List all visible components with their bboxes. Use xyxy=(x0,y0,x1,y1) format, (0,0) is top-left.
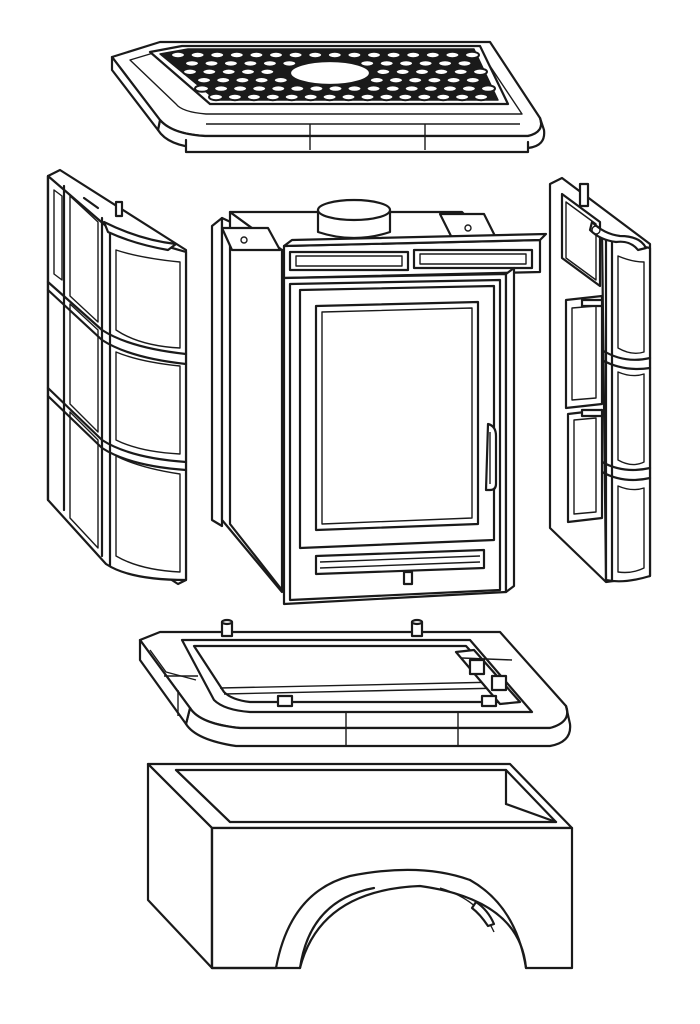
grille-hole xyxy=(213,84,230,93)
grille-hole xyxy=(268,50,284,60)
grille-hole xyxy=(270,84,287,93)
grille-hole xyxy=(184,59,200,68)
grille-hole xyxy=(365,84,382,93)
grille-hole xyxy=(464,76,481,85)
grille-hole xyxy=(454,92,471,102)
grille-hole xyxy=(368,76,385,85)
grille-hole xyxy=(359,59,376,68)
grille-hole xyxy=(366,50,382,60)
grille-hole xyxy=(259,67,276,77)
grille-hole xyxy=(302,92,319,102)
left-side-tile-panel xyxy=(46,168,188,586)
grille-hole xyxy=(308,84,325,93)
grille-hole xyxy=(182,67,198,77)
grille-hole xyxy=(422,84,439,93)
lower-frame xyxy=(138,618,572,748)
grille-hole xyxy=(196,76,212,85)
grille-hole xyxy=(226,92,243,102)
grille-hole xyxy=(456,59,473,68)
grille-hole xyxy=(405,50,422,60)
grille-hole xyxy=(307,50,324,60)
grille-hole xyxy=(253,76,270,85)
grille-hole xyxy=(441,84,458,93)
grille-hole xyxy=(287,50,304,60)
grille-hole xyxy=(473,92,490,102)
grille-hole xyxy=(433,67,450,77)
grille-hole xyxy=(327,84,344,93)
grille-hole xyxy=(394,67,411,77)
grille-hole xyxy=(414,67,430,77)
grille-hole xyxy=(435,92,452,102)
grille-hole xyxy=(407,76,424,85)
grille-hole xyxy=(272,76,289,85)
grille-hole xyxy=(222,59,239,68)
grille-hole xyxy=(385,50,402,60)
grille-hole xyxy=(326,50,343,60)
grille-hole xyxy=(240,67,256,77)
grille-hole xyxy=(375,67,392,77)
grille-hole xyxy=(215,76,232,85)
grille-hole xyxy=(248,50,265,60)
grille-hole xyxy=(472,67,488,77)
grille-hole xyxy=(283,92,300,102)
grille-hole xyxy=(426,76,443,85)
grille-hole xyxy=(281,59,298,68)
grille-hole xyxy=(264,92,281,102)
grille-hole xyxy=(321,92,338,102)
top-cover-with-grille xyxy=(110,40,546,154)
grille-hole xyxy=(170,50,186,60)
grille-hole xyxy=(480,84,496,93)
grille-hole xyxy=(444,50,461,60)
grille-hole xyxy=(403,84,420,93)
grille-hole xyxy=(416,92,433,102)
grille-hole xyxy=(251,84,268,93)
grille-hole xyxy=(424,50,441,60)
grille-hole xyxy=(464,50,480,60)
grille-hole xyxy=(346,50,363,60)
grille-hole xyxy=(437,59,454,68)
grille-hole xyxy=(228,50,245,60)
grille-hole xyxy=(460,84,477,93)
grille-hole xyxy=(209,50,226,60)
grille-hole xyxy=(208,92,224,102)
grille-hole xyxy=(445,76,462,85)
grille-hole xyxy=(203,59,220,68)
grille-hole xyxy=(378,92,395,102)
stove-insert-with-glass-door xyxy=(210,198,548,606)
grille-hole xyxy=(452,67,469,77)
grille-hole xyxy=(220,67,237,77)
grille-hole xyxy=(384,84,401,93)
arched-base-plinth xyxy=(146,762,574,970)
grille-hole xyxy=(232,84,249,93)
grille-hole xyxy=(346,84,363,93)
right-side-tile-panel xyxy=(548,176,652,584)
grille-hole xyxy=(397,92,414,102)
grille-hole xyxy=(194,84,210,93)
grille-hole xyxy=(340,92,357,102)
grille-hole xyxy=(234,76,251,85)
grille-hole xyxy=(398,59,415,68)
grille-hole xyxy=(388,76,404,85)
grille-hole xyxy=(189,50,206,60)
grille-hole xyxy=(289,84,306,93)
grille-hole xyxy=(359,92,376,102)
grille-hole xyxy=(242,59,259,68)
grille-hole xyxy=(378,59,395,68)
grille-hole xyxy=(245,92,262,102)
grille-hole xyxy=(417,59,434,68)
grille-hole xyxy=(261,59,278,68)
grille-hole xyxy=(201,67,218,77)
